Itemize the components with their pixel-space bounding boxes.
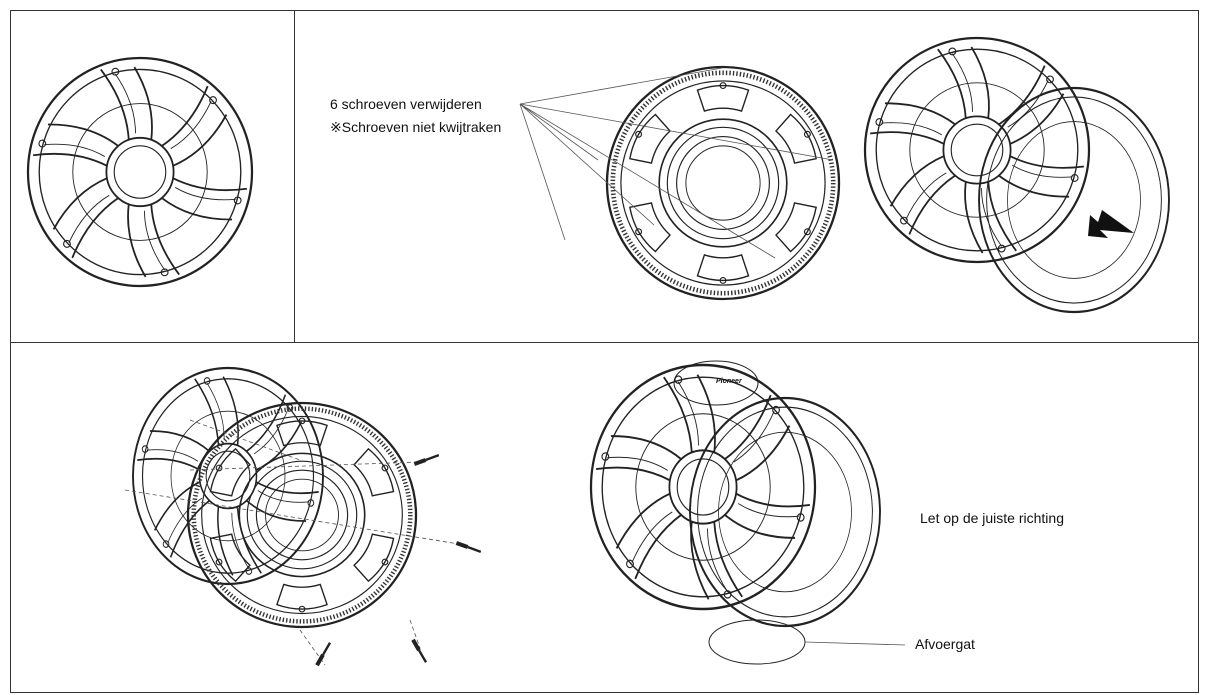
- panel-divider-horizontal: [10, 342, 1199, 343]
- logo-highlight-ellipse: [673, 360, 759, 406]
- screw-icon: [410, 637, 429, 665]
- grille-tilted-illustration: [865, 38, 1089, 262]
- panel-divider-vertical: [294, 10, 295, 342]
- grille-mounted-illustration: [591, 365, 815, 609]
- dont-lose-screws-label: ※Schroeven niet kwijtraken: [330, 119, 502, 135]
- woofer-rear-illustration: [607, 67, 839, 299]
- arrow-icon: [1088, 210, 1134, 238]
- grille-front-illustration: [28, 58, 252, 286]
- remove-screws-label: 6 schroeven verwijderen: [330, 96, 482, 112]
- screw-icon: [412, 452, 441, 468]
- correct-direction-label: Let op de juiste richting: [920, 510, 1064, 526]
- diagram-frame: [10, 10, 1199, 693]
- drain-hole-label: Afvoergat: [915, 636, 975, 652]
- pioneer-logo-mounted: Pioneer: [716, 378, 742, 385]
- screw-icon: [454, 539, 483, 555]
- screw-icon: [314, 640, 333, 668]
- drain-hole-ellipse: [708, 619, 806, 665]
- woofer-assembly-illustration: [188, 403, 416, 627]
- grille-rear-illustration: [133, 368, 323, 584]
